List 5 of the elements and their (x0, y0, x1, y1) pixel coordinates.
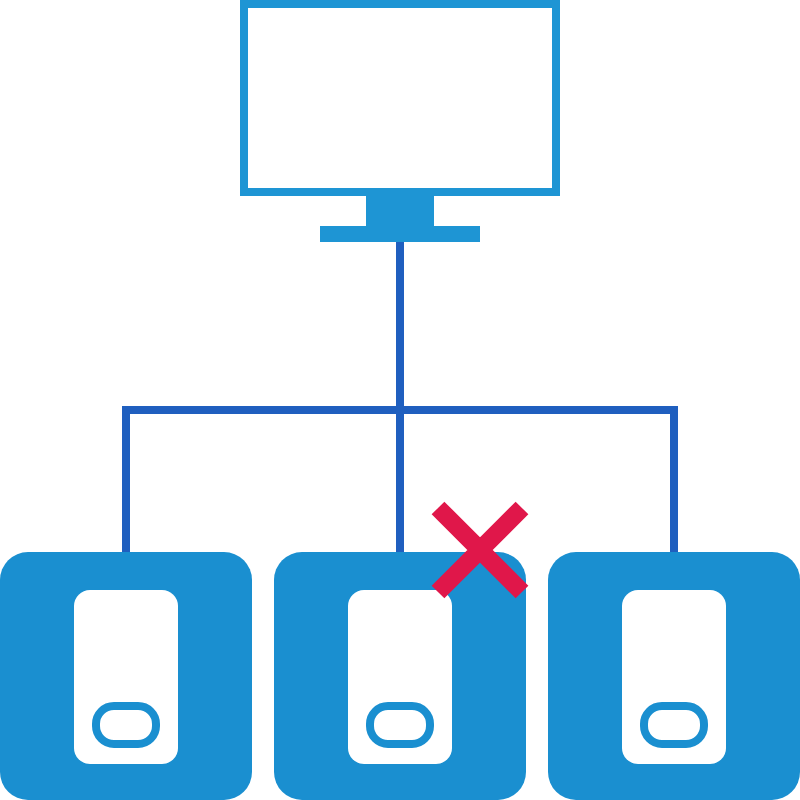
connector-line (396, 242, 678, 552)
monitor-icon (240, 0, 560, 242)
drive-icon (274, 552, 526, 800)
drive-icon (548, 552, 800, 800)
drive-icon (0, 552, 252, 800)
